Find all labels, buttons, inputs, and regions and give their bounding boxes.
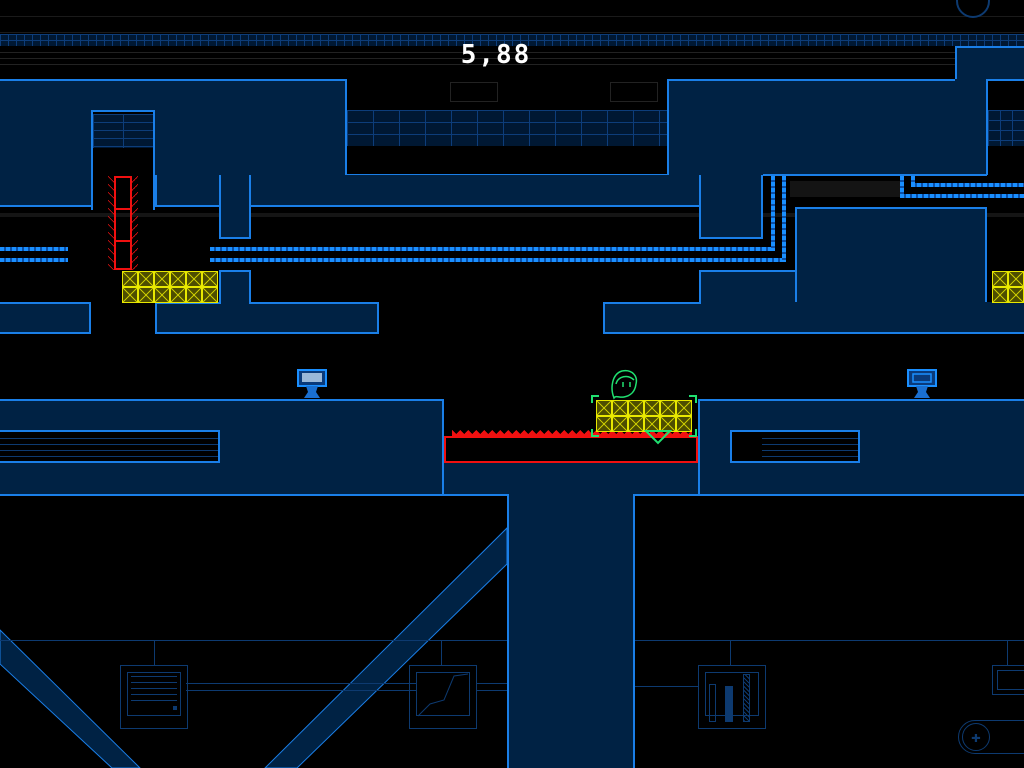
bg-grid-window [347,110,667,146]
bg-corridor-stripe [0,213,1024,217]
wall-edge [0,494,509,496]
wall-ledge [251,175,699,207]
wall-edge [986,79,988,175]
bg-conveyor-line [0,32,1024,33]
laser-rail [0,258,68,262]
gear-icon: ✚ [962,723,990,751]
bg-grid-strip [0,34,1024,46]
wall-column-right [955,79,987,175]
bar-icon [743,674,750,722]
bg-line [762,438,858,439]
wall-edge [763,174,987,176]
wall-floor-ledge [0,302,91,334]
laser-rail [0,247,68,251]
timer-display: 5,88 [460,40,532,70]
wall-ledge [0,175,91,207]
bg-cable [635,640,1024,641]
checkpoint-left[interactable] [296,368,328,400]
monitor-graph [409,665,477,729]
wall-floor-ledge [155,302,379,334]
wall-ledge [155,175,219,207]
wall-shaft [91,110,155,210]
wall-edge [603,302,701,304]
drop-indicator-icon [644,430,672,445]
spike-pit-hazard [444,438,698,463]
bg-line [762,444,858,445]
spikes-right [132,176,138,270]
diagonal-beams [0,526,508,768]
wall-floor-ledge [603,302,1024,334]
bg-rail-line [0,58,1024,59]
crate-stack-left [122,271,218,303]
support-pillar [507,494,635,768]
bar-icon [709,684,716,722]
bg-rail-line [0,52,1024,53]
bg-cable [0,640,507,641]
bg-conveyor-line [0,16,1024,17]
laser-rail [210,247,774,251]
bg-line [0,438,218,439]
spike-pit-edge [444,436,698,438]
bg-cable [476,683,507,684]
bg-cable [186,683,416,684]
bar-icon [725,686,733,722]
laser-rail-vertical [900,176,904,196]
laser-rail [210,258,786,262]
spike-pillar-hazard [114,176,132,270]
selection-bracket [689,429,697,437]
wall-stub [699,175,763,239]
bg-line [762,456,858,457]
crate-stack-center [596,400,692,432]
conveyor-belt [958,720,1024,754]
bg-window-left [0,430,220,463]
floor-pit-base [444,462,698,495]
bg-window-right [730,430,860,463]
bg-cable [154,640,155,665]
player-character[interactable] [608,368,642,402]
wall-edge [633,494,1024,496]
laser-rail-vertical [911,176,915,186]
wall-stub [219,175,251,239]
bg-cable [476,690,507,691]
crate-stack-right [992,271,1024,303]
bg-line [0,456,218,457]
spike-divider [116,208,130,210]
spikes-top [452,430,692,438]
bg-line [762,450,858,451]
checkpoint-right[interactable] [906,368,938,400]
laser-rail [900,194,1024,198]
bg-line [0,450,218,451]
laser-rail [911,183,1024,187]
vent-icon [610,82,658,102]
bg-rail-line [0,64,1024,65]
wall-bump [219,270,251,304]
bg-cable [730,640,731,665]
selection-bracket [689,395,697,403]
laser-rail-vertical [782,176,786,262]
spikes-left [108,176,114,270]
monitor-bars [698,665,766,729]
bg-grid-window [988,110,1024,146]
wall-edge [986,79,1024,81]
vent-icon [450,82,498,102]
bg-line [0,444,218,445]
graph-icon [417,673,469,717]
spike-divider [116,240,130,242]
monitor-small [992,665,1024,695]
wall-block-top-right [955,46,1024,80]
laser-rail-vertical [771,176,775,251]
wall-bump [699,270,797,304]
bg-cable [186,690,416,691]
wall-block-right [795,207,987,304]
bg-cable [1007,640,1008,665]
bg-grid-window [93,114,153,148]
bg-cable [635,686,699,687]
bg-dark-panel [790,181,900,197]
bg-cable [441,640,442,665]
monitor-text [120,665,188,729]
selection-bracket [591,395,599,403]
selection-bracket [591,429,599,437]
